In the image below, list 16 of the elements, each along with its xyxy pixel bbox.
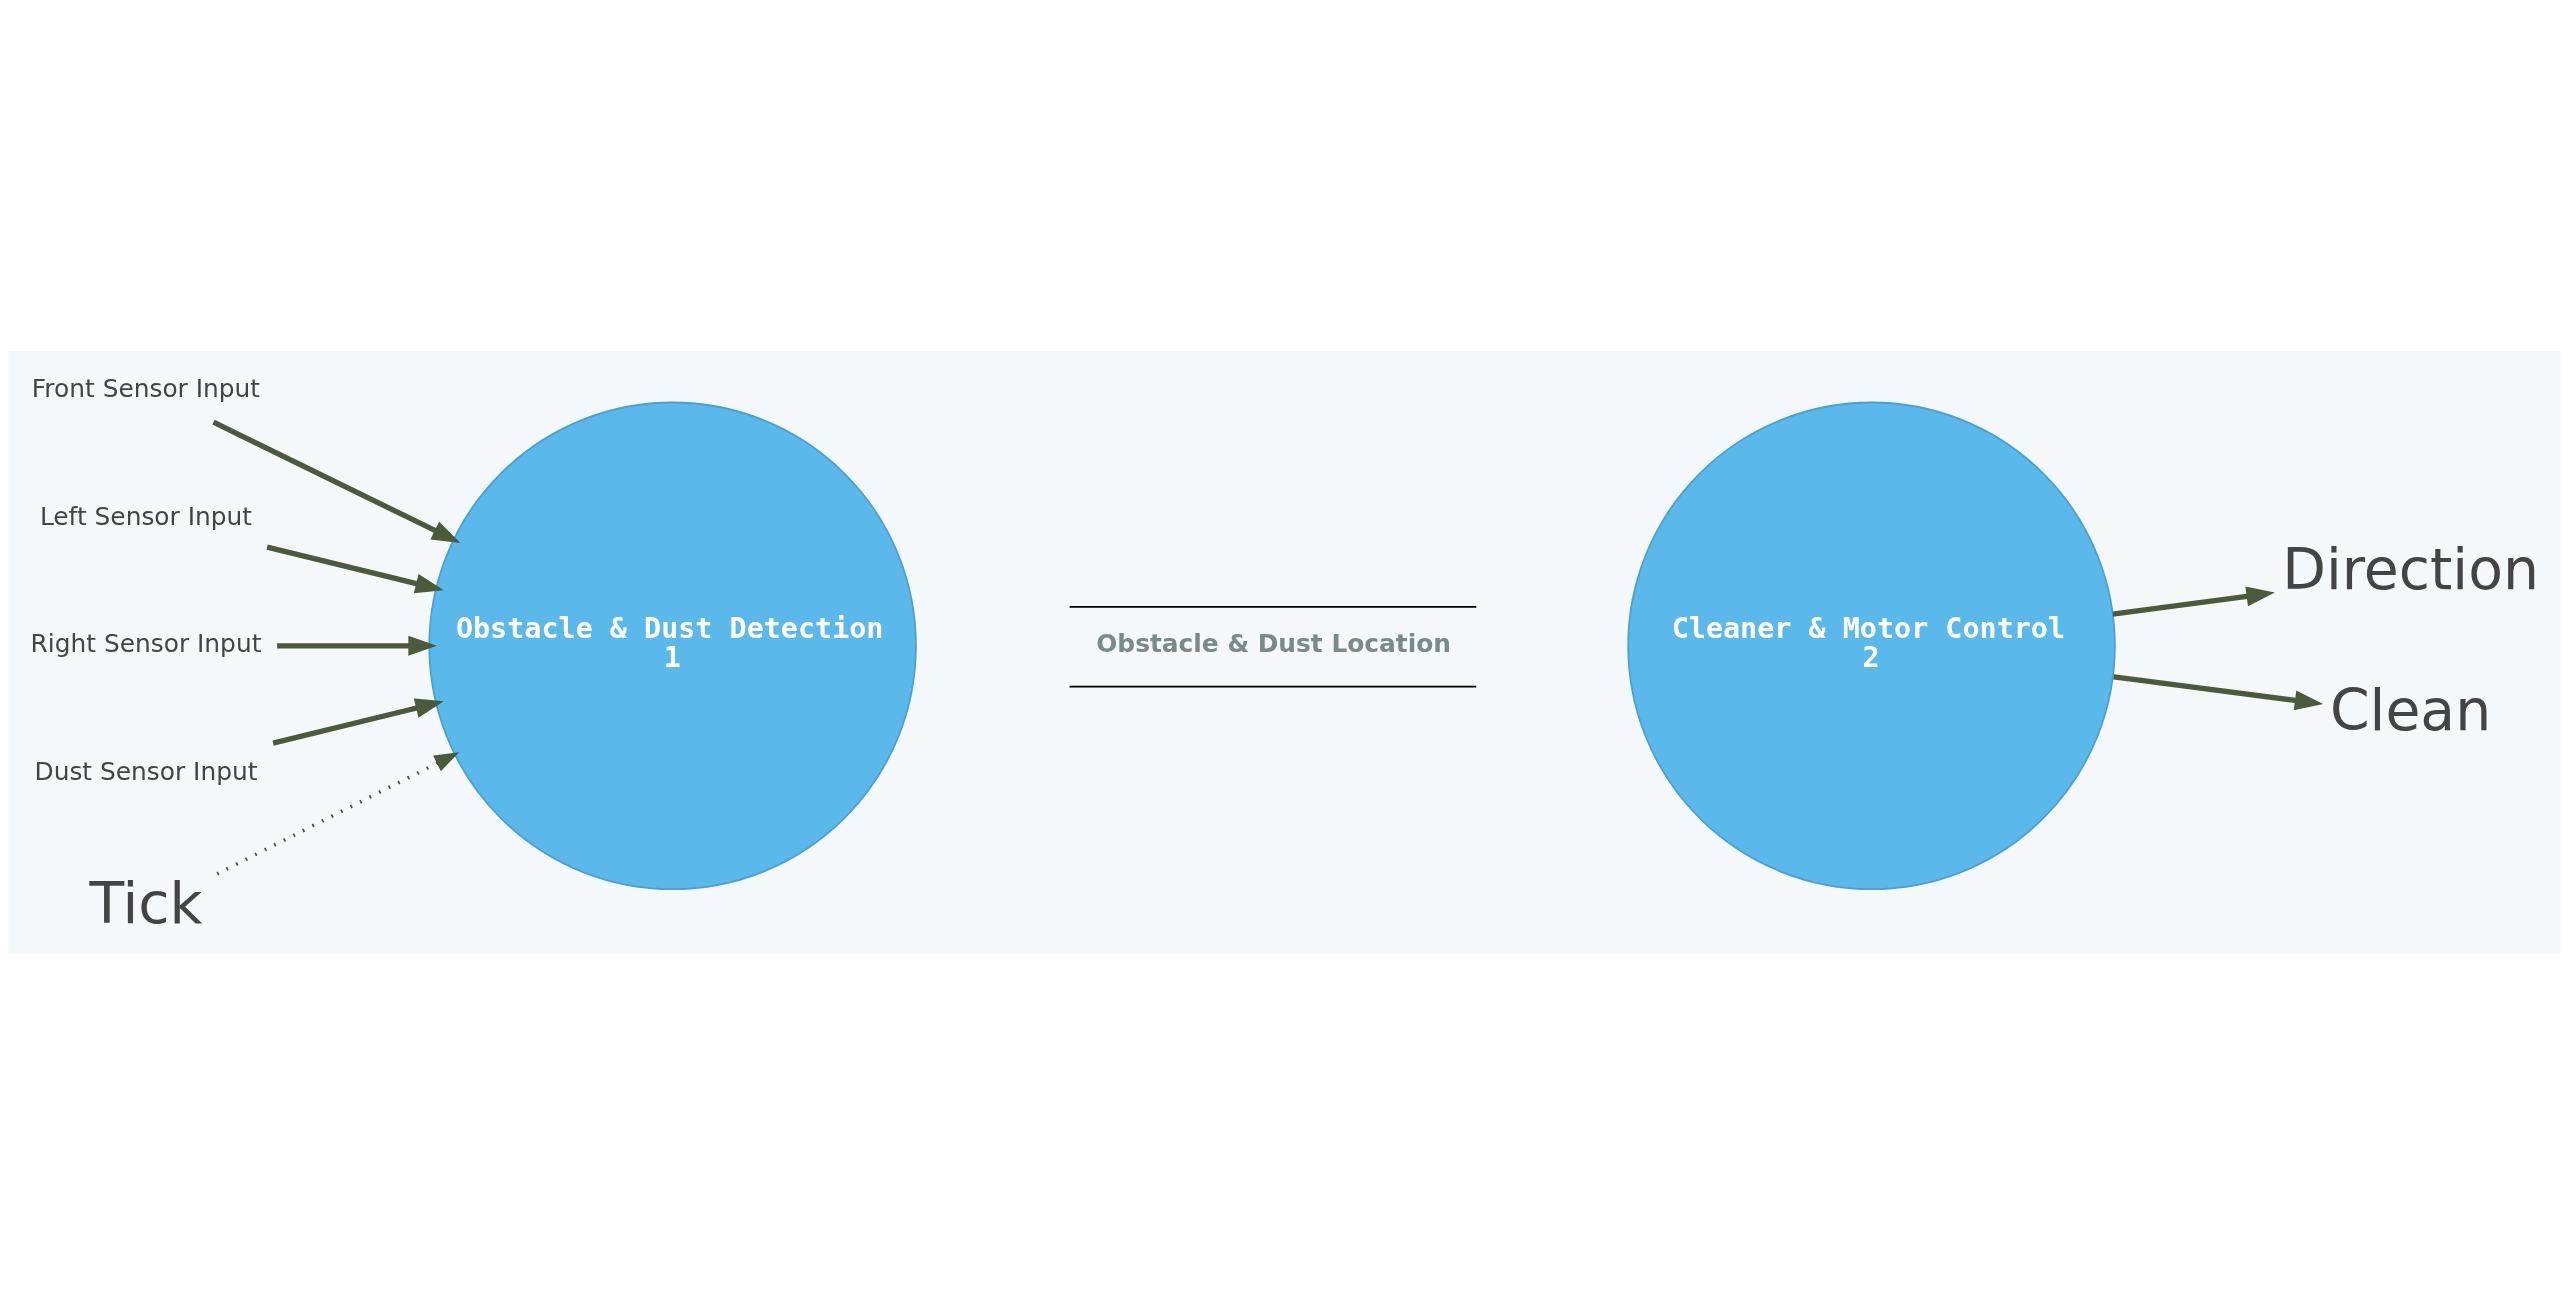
node-text: Dust Sensor Input — [34, 756, 258, 786]
arrow — [212, 419, 461, 543]
arrow — [272, 697, 444, 746]
arrow — [216, 751, 460, 875]
node-text: Front Sensor Input — [31, 373, 261, 403]
node-circle: Cleaner & Motor Control 2 — [1627, 401, 2116, 890]
arrow — [266, 544, 444, 593]
node-text: Left Sensor Input — [39, 501, 253, 531]
node-text: Obstacle & Dust Location — [1096, 628, 1452, 658]
node-text: Direction — [2282, 535, 2539, 602]
node-text: Right Sensor Input — [30, 628, 262, 658]
arrow — [2112, 585, 2275, 617]
arrow — [2113, 673, 2324, 710]
node-text: Tick — [89, 869, 203, 936]
node-text: Clean — [2329, 676, 2492, 742]
arrow — [277, 635, 437, 656]
